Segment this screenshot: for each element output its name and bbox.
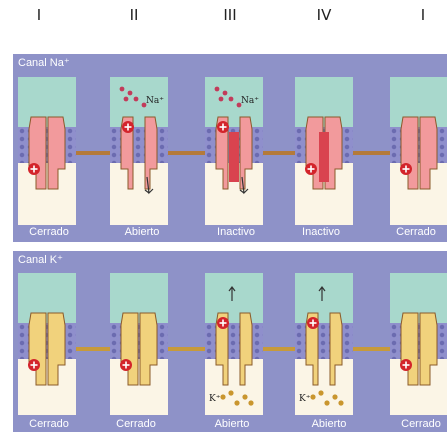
ion-flow-arrow-icon: [229, 287, 235, 301]
k-state-2: Cerrado: [100, 418, 172, 430]
potassium-ion-icon: [310, 394, 315, 399]
k-state-4: Abierto: [293, 418, 365, 430]
k-channel-cell: K⁺: [205, 273, 263, 415]
potassium-ion-icon: [332, 394, 337, 399]
na-channel-body: [401, 117, 437, 189]
na-state-5: Cerrado: [380, 226, 447, 238]
k-connector: [168, 347, 205, 351]
potassium-ion-icon: [228, 390, 233, 395]
na-connector: [353, 151, 390, 155]
k-channel-cell: [110, 273, 168, 415]
na-connector: [168, 151, 205, 155]
k-channel-protein: [390, 273, 447, 415]
plus-sign-icon: [310, 166, 312, 173]
k-channel-body: [121, 313, 157, 385]
na-connector: [76, 151, 110, 155]
na-state-4: Inactivo: [285, 226, 357, 238]
stage-label-3: III: [210, 6, 250, 24]
k-connector: [76, 347, 110, 351]
na-state-1: Cerrado: [13, 226, 85, 238]
na-channel-cell: Na⁺: [205, 77, 263, 225]
ion-flow-arrow-icon: [319, 287, 325, 301]
potassium-ion-icon: [318, 390, 323, 395]
na-inactivation-gate: [229, 132, 239, 182]
na-channel-protein: [18, 77, 76, 225]
k-ion-label: K⁺: [209, 394, 221, 404]
stage-label-2: II: [114, 6, 154, 24]
na-state-2: Abierto: [106, 226, 178, 238]
k-panel-title: Canal K⁺: [18, 253, 63, 266]
potassium-ion-icon: [338, 400, 343, 405]
sodium-ion-icon: [134, 97, 139, 102]
plus-sign-icon: [33, 166, 35, 173]
na-inactivation-gate: [319, 132, 329, 182]
na-channel-cell: Na⁺: [110, 77, 168, 225]
sodium-ion-icon: [219, 97, 224, 102]
na-channel-cell: [295, 77, 353, 225]
potassium-ion-icon: [324, 400, 329, 405]
na-state-3: Inactivo: [200, 226, 272, 238]
stage-label-1: I: [19, 6, 59, 24]
na-channel-cell: [390, 77, 447, 225]
plus-sign-icon: [125, 362, 127, 369]
sodium-ion-icon: [223, 91, 228, 96]
k-channel-cell: [390, 273, 447, 415]
k-channel-protein: [110, 273, 168, 415]
potassium-ion-icon: [234, 400, 239, 405]
k-channel-protein: [18, 273, 76, 415]
potassium-ion-icon: [220, 394, 225, 399]
plus-sign-icon: [312, 320, 314, 327]
k-connector: [263, 347, 295, 351]
na-channel-protein: Na⁺: [205, 77, 263, 225]
k-ion-label: K⁺: [299, 394, 311, 404]
na-connector: [263, 151, 295, 155]
plus-sign-icon: [405, 166, 407, 173]
k-channel-body: [29, 313, 65, 385]
na-channel-cell: [18, 77, 76, 225]
na-channel-protein: [390, 77, 447, 225]
plus-sign-icon: [222, 320, 224, 327]
na-channel-body: [29, 117, 65, 189]
na-channel-protein: [295, 77, 353, 225]
stage-label-4: IV: [304, 6, 344, 24]
k-channel-cell: K⁺: [295, 273, 353, 415]
plus-sign-icon: [222, 124, 224, 131]
plus-sign-icon: [33, 362, 35, 369]
k-connector: [353, 347, 390, 351]
na-ion-label: Na⁺: [241, 96, 259, 106]
plus-sign-icon: [405, 362, 407, 369]
sodium-ion-icon: [124, 97, 129, 102]
k-channel-body: [401, 313, 437, 385]
sodium-ion-icon: [229, 97, 234, 102]
k-state-3: Abierto: [196, 418, 268, 430]
k-channel-protein: K⁺: [205, 273, 263, 415]
sodium-ion-icon: [120, 87, 125, 92]
k-channel-cell: [18, 273, 76, 415]
sodium-ion-icon: [215, 87, 220, 92]
k-state-5: Cerrado: [385, 418, 447, 430]
na-channel-protein: Na⁺: [110, 77, 168, 225]
stage-label-5: I: [403, 6, 443, 24]
k-channel-protein: K⁺: [295, 273, 353, 415]
potassium-ion-icon: [248, 400, 253, 405]
na-ion-label: Na⁺: [146, 96, 164, 106]
na-panel-title: Canal Na⁺: [18, 56, 70, 69]
plus-sign-icon: [127, 124, 129, 131]
sodium-ion-icon: [128, 91, 133, 96]
k-state-1: Cerrado: [13, 418, 85, 430]
potassium-ion-icon: [242, 394, 247, 399]
